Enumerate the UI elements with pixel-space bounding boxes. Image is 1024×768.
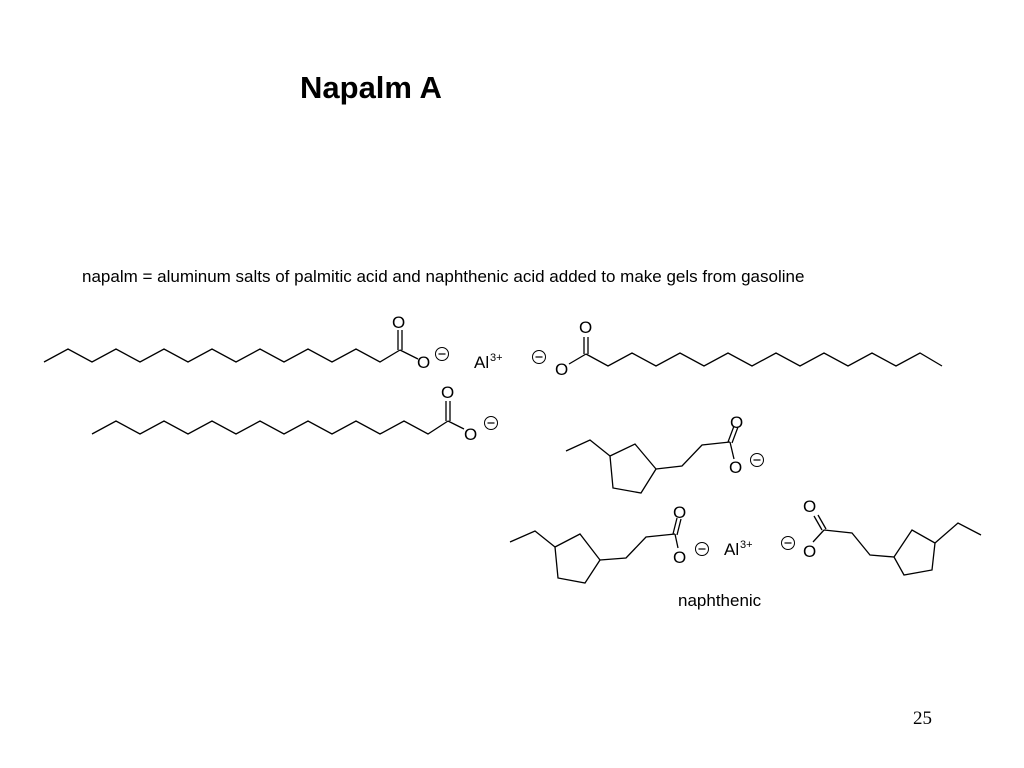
oxygen-label: O (464, 425, 477, 444)
carboxylate-bond (568, 353, 587, 365)
carboxylate-bond (399, 349, 419, 360)
carbonyl-bond (727, 425, 735, 443)
oxygen-label: O (803, 542, 816, 561)
propanoate-chain (655, 441, 731, 470)
slide-title: Napalm A (300, 70, 442, 105)
oxygen-label: O (730, 413, 743, 432)
negative-charge-icon (750, 453, 764, 467)
negative-charge-icon (532, 350, 546, 364)
oxygen-label: O (392, 313, 405, 332)
palmitate-chain (585, 352, 943, 367)
negative-charge-icon (484, 416, 498, 430)
naphthenate-molecule-1: O O (565, 413, 764, 494)
carbonyl-bond (676, 518, 682, 536)
carboxylate-bond (674, 533, 679, 549)
aluminum-charge-label: 3+ (740, 539, 753, 551)
cyclopentane-ring (893, 529, 936, 576)
palmitate-chain (43, 348, 401, 363)
palmitate-molecule-1: O O (43, 313, 449, 372)
aluminum-label: Al (474, 353, 489, 372)
oxygen-label: O (579, 318, 592, 337)
oxygen-label: O (441, 383, 454, 402)
naphthenate-molecule-2: O O (509, 503, 709, 584)
oxygen-label: O (673, 503, 686, 522)
cyclopentane-ring (609, 443, 657, 494)
aluminum-ion-1: Al 3+ (474, 352, 503, 372)
naphthenate-molecule-3: O O (781, 497, 982, 576)
negative-charge-icon (781, 536, 795, 550)
carboxylate-bond (812, 529, 825, 543)
palmitate-molecule-2: O O (532, 318, 943, 379)
aluminum-ion-2: Al 3+ (724, 539, 753, 559)
aluminum-charge-label: 3+ (490, 352, 503, 364)
negative-charge-icon (695, 542, 709, 556)
aluminum-label: Al (724, 540, 739, 559)
carboxylate-bond (729, 441, 735, 460)
page-number: 25 (913, 708, 932, 729)
negative-charge-icon (435, 347, 449, 361)
carbonyl-bond (731, 426, 739, 444)
carbonyl-bond (672, 517, 678, 535)
ethyl-group (509, 530, 556, 548)
ethyl-group (565, 439, 611, 457)
oxygen-label: O (729, 458, 742, 477)
palmitate-molecule-3: O O (91, 383, 498, 444)
oxygen-label: O (673, 548, 686, 567)
oxygen-label: O (803, 497, 816, 516)
carbonyl-bond (813, 515, 823, 531)
naphthenic-caption: naphthenic (678, 591, 762, 610)
ethyl-group (934, 522, 982, 544)
slide-description: napalm = aluminum salts of palmitic acid… (82, 267, 805, 286)
oxygen-label: O (417, 353, 430, 372)
propanoate-chain (599, 533, 676, 561)
carboxylate-bond (447, 420, 465, 430)
propanoate-chain (823, 529, 895, 558)
oxygen-label: O (555, 360, 568, 379)
cyclopentane-ring (554, 533, 601, 584)
palmitate-chain (91, 420, 449, 435)
carbonyl-bond (817, 514, 827, 530)
